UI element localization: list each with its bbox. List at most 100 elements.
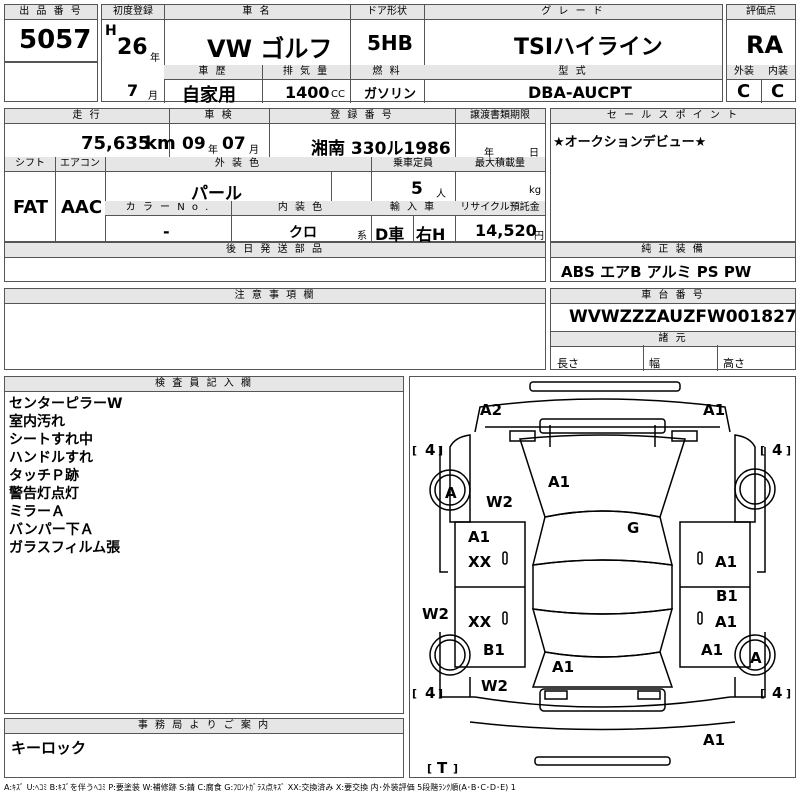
recycle: 14,520 bbox=[475, 221, 537, 240]
transfer-year-unit: 年 bbox=[484, 148, 494, 159]
max-load-label: 最大積載量 bbox=[455, 157, 545, 172]
lot-number-box: 出 品 番 号 5057 bbox=[4, 4, 98, 62]
inspector-note: 室内汚れ bbox=[9, 414, 65, 430]
mark-tire-tr: 4 bbox=[772, 441, 782, 459]
capacity: 5 bbox=[411, 179, 423, 199]
model: DBA-AUCPT bbox=[528, 83, 632, 102]
mark-a1-left-front: A1 bbox=[468, 528, 490, 546]
import-label: 輸 入 車 bbox=[371, 201, 455, 216]
svg-text:]: ] bbox=[438, 687, 443, 700]
transfer-day-unit: 日 bbox=[529, 148, 539, 159]
year-unit: 年 bbox=[150, 53, 160, 64]
vin-box: 車 台 番 号 WVWZZZAUZFW001827 諸 元 長さ 幅 高さ bbox=[550, 288, 797, 371]
recycle-unit: 円 bbox=[534, 231, 544, 242]
mark-a1-right-mid: A1 bbox=[715, 613, 737, 631]
svg-text:[: [ bbox=[412, 444, 417, 457]
exterior-label: 外装 bbox=[727, 65, 761, 80]
mark-a2-top: A2 bbox=[480, 401, 502, 419]
shift: FAT bbox=[13, 197, 49, 218]
mark-a1-hood: A1 bbox=[548, 473, 570, 491]
interior-grade: C bbox=[771, 81, 785, 102]
inspector-note: シートすれ中 bbox=[9, 432, 93, 448]
mileage-unit: km bbox=[145, 133, 176, 154]
registration: 湘南 330ル1986 bbox=[311, 139, 451, 159]
svg-text:[: [ bbox=[760, 444, 765, 457]
inspector-box: 検 査 員 記 入 欄 センターピラーW 室内汚れ シートすれ中 ハンドルすれ … bbox=[4, 376, 404, 714]
inspector-note: ハンドルすれ bbox=[9, 450, 93, 466]
ext-color: パール bbox=[191, 184, 242, 204]
score: RA bbox=[746, 31, 784, 59]
fuel: ガソリン bbox=[364, 87, 417, 102]
mark-xx-left-front: XX bbox=[468, 553, 492, 571]
displacement: 1400 bbox=[285, 83, 330, 102]
shift-label: シフト bbox=[5, 157, 55, 172]
grade-label: グ レ ー ド bbox=[424, 5, 722, 20]
mark-w2-rear: W2 bbox=[481, 677, 508, 695]
inspection-month-unit: 月 bbox=[249, 145, 259, 156]
aircon-label: エアコン bbox=[55, 157, 105, 172]
mark-xx-left-rear: XX bbox=[468, 613, 492, 631]
mark-wheel-fl: A bbox=[445, 484, 457, 502]
mark-a1-bottom: A1 bbox=[703, 731, 725, 749]
exterior-grade: C bbox=[737, 81, 751, 102]
door-type: 5HB bbox=[367, 31, 413, 55]
vin-value: WVWZZZAUZFW001827 bbox=[569, 307, 797, 327]
inspector-note: ガラスフィルム張 bbox=[9, 540, 121, 556]
width-label: 幅 bbox=[649, 357, 660, 370]
car-name-label: 車 名 bbox=[164, 5, 350, 20]
grade: TSIハイライン bbox=[514, 35, 663, 60]
capacity-label: 乗車定員 bbox=[371, 157, 455, 172]
inspector-label: 検 査 員 記 入 欄 bbox=[5, 377, 403, 392]
caution-label: 注 意 事 項 欄 bbox=[5, 289, 545, 304]
transfer-label: 譲渡書類期限 bbox=[455, 109, 545, 124]
int-color-unit: 系 bbox=[357, 231, 367, 242]
mark-a1-right-rear: A1 bbox=[701, 641, 723, 659]
int-color: クロ bbox=[289, 225, 317, 241]
inspector-note: ミラーＡ bbox=[9, 504, 65, 520]
month-unit: 月 bbox=[148, 91, 158, 102]
door-label: ドア形状 bbox=[350, 5, 424, 20]
sales-point-text: ★オークションデビュー★ bbox=[553, 135, 707, 150]
ext-color-label: 外 装 色 bbox=[105, 157, 371, 172]
vin-label: 車 台 番 号 bbox=[551, 289, 795, 304]
recycle-label: リサイクル預託金 bbox=[455, 201, 545, 216]
svg-text:[: [ bbox=[427, 762, 432, 775]
equipment-text: ABS エアB アルミ PS PW bbox=[561, 263, 752, 281]
svg-text:]: ] bbox=[453, 762, 458, 775]
inspection-year: 09 bbox=[182, 134, 206, 154]
mark-tire-bl: 4 bbox=[425, 684, 435, 702]
height-label: 高さ bbox=[723, 357, 745, 370]
color-no: - bbox=[163, 222, 170, 241]
first-reg-month: 7 bbox=[127, 81, 139, 100]
first-reg-label: 初度登録 bbox=[102, 5, 164, 20]
later-parts-box: 後 日 発 送 部 品 bbox=[4, 242, 546, 282]
inspector-note: 警告灯点灯 bbox=[9, 486, 79, 502]
svg-text:]: ] bbox=[786, 687, 791, 700]
first-reg-year: 26 bbox=[117, 35, 148, 60]
mark-b1-right: B1 bbox=[716, 587, 738, 605]
specs-label: 諸 元 bbox=[551, 331, 795, 347]
car-diagram: [ ] [ ] [ ] [ ] [ ] A2 A1 4 4 A W2 A1 G … bbox=[409, 376, 796, 778]
int-color-label: 内 装 色 bbox=[231, 201, 371, 216]
details-box: 走 行 車 検 登 録 番 号 譲渡書類期限 75,635 km 09 年 07… bbox=[4, 108, 546, 244]
import-type: D車 bbox=[375, 225, 405, 244]
inspector-note: センターピラーW bbox=[9, 396, 123, 412]
mileage: 75,635 bbox=[81, 133, 151, 154]
mileage-label: 走 行 bbox=[5, 109, 169, 124]
mark-wheel-rr: A bbox=[750, 649, 762, 667]
mark-tire-br: 4 bbox=[772, 684, 782, 702]
svg-text:]: ] bbox=[786, 444, 791, 457]
sales-point-label: セ ー ル ス ポ イ ン ト bbox=[551, 109, 795, 124]
mark-trunk: T bbox=[437, 759, 448, 777]
registration-label: 登 録 番 号 bbox=[269, 109, 455, 124]
inspection-year-unit: 年 bbox=[208, 145, 218, 156]
lot-blank-box bbox=[4, 62, 98, 102]
length-label: 長さ bbox=[557, 357, 579, 370]
equipment-box: 純 正 装 備 ABS エアB アルミ PS PW bbox=[550, 242, 796, 282]
mark-g-windshield: G bbox=[627, 519, 639, 537]
inspection-label: 車 検 bbox=[169, 109, 269, 124]
damage-legend: A:ｷｽﾞ U:ﾍｺﾐ B:ｷｽﾞを伴うﾍｺﾐ P:要塗装 W:補修跡 S:錆 … bbox=[4, 783, 516, 792]
mark-a1-roof-rear: A1 bbox=[552, 658, 574, 676]
inspector-note: バンパー下Ａ bbox=[9, 522, 94, 538]
color-no-label: カ ラ ー N o . bbox=[105, 201, 231, 216]
